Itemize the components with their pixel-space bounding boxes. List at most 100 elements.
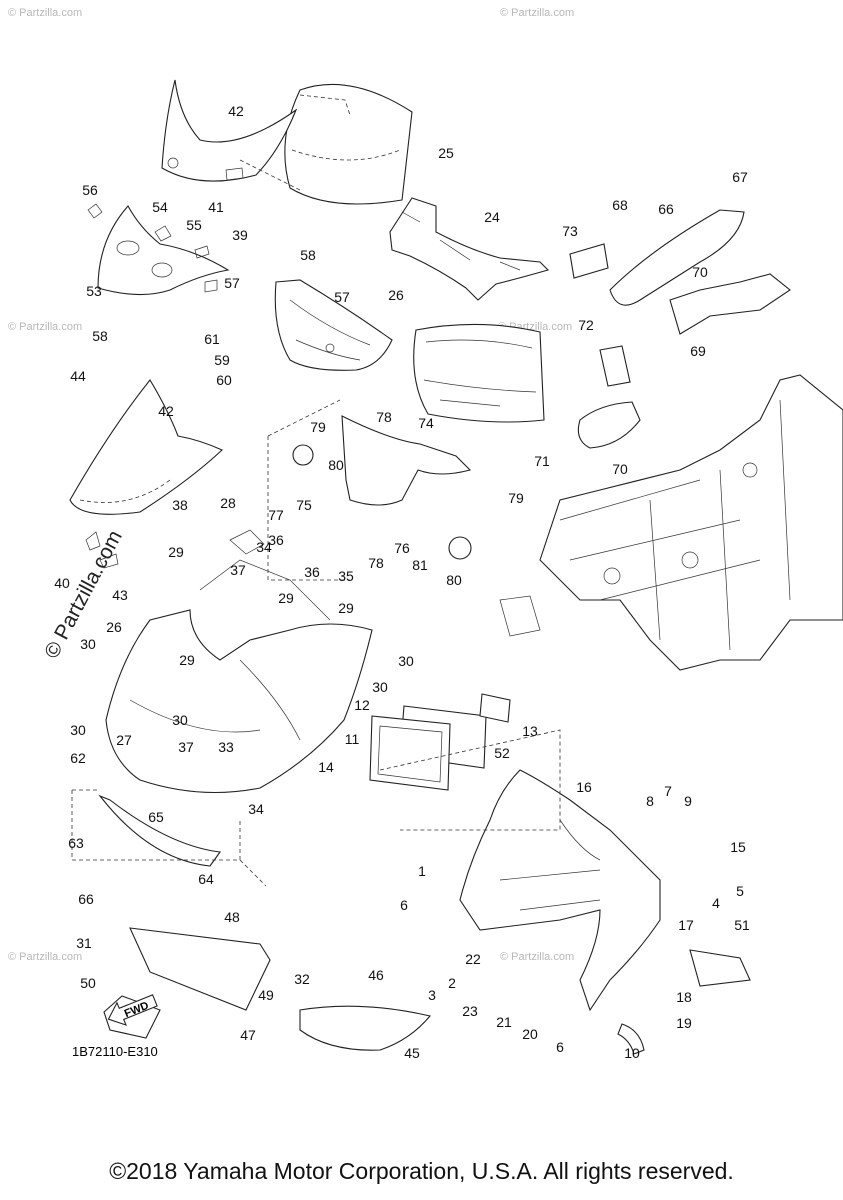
callout-18: 18	[676, 989, 692, 1005]
callout-35: 35	[338, 568, 354, 584]
copyright-footer: ©2018 Yamaha Motor Corporation, U.S.A. A…	[109, 1158, 734, 1184]
callout-46: 46	[368, 967, 384, 983]
callout-66: 66	[78, 891, 94, 907]
callout-73: 73	[562, 223, 578, 239]
callout-79: 79	[310, 419, 326, 435]
dashed-group-boxes	[71, 399, 561, 887]
callout-58: 58	[92, 328, 108, 344]
callout-30: 30	[70, 722, 86, 738]
watermark-left: © Partzilla.com	[8, 321, 82, 333]
callout-29: 29	[179, 652, 195, 668]
callout-28: 28	[220, 495, 236, 511]
callout-20: 20	[522, 1026, 538, 1042]
callout-57: 57	[334, 289, 350, 305]
meter-stay	[292, 323, 545, 560]
frame-section	[499, 374, 843, 671]
callout-50: 50	[80, 975, 96, 991]
callout-29: 29	[168, 544, 184, 560]
callout-45: 45	[404, 1045, 420, 1061]
callout-56: 56	[82, 182, 98, 198]
callout-74: 74	[418, 415, 434, 431]
exploded-view-drawing: © Partzilla.com © Partzilla.com © Partzi…	[8, 7, 843, 1061]
callout-67: 67	[732, 169, 748, 185]
diagram-code: 1B72110-E310	[72, 1044, 158, 1059]
callout-70: 70	[612, 461, 628, 477]
front-cowling	[69, 379, 223, 569]
callout-77: 77	[268, 507, 284, 523]
callout-29: 29	[278, 590, 294, 606]
callout-36: 36	[304, 564, 320, 580]
callout-23: 23	[462, 1003, 478, 1019]
callout-42: 42	[158, 403, 174, 419]
callout-52: 52	[494, 745, 510, 761]
callout-60: 60	[216, 372, 232, 388]
inner-panel	[274, 279, 393, 371]
callout-53: 53	[86, 283, 102, 299]
callout-6: 6	[556, 1039, 564, 1055]
callout-54: 54	[152, 199, 168, 215]
callout-30: 30	[80, 636, 96, 652]
callout-30: 30	[372, 679, 388, 695]
callout-51: 51	[734, 917, 750, 933]
callout-47: 47	[240, 1027, 256, 1043]
watermark-top-mid: © Partzilla.com	[500, 7, 574, 19]
callout-21: 21	[496, 1014, 512, 1030]
callout-71: 71	[534, 453, 550, 469]
callout-15: 15	[730, 839, 746, 855]
callout-37: 37	[178, 739, 194, 755]
callout-48: 48	[224, 909, 240, 925]
callout-1: 1	[418, 863, 426, 879]
callout-31: 31	[76, 935, 92, 951]
callout-61: 61	[204, 331, 220, 347]
callout-72: 72	[578, 317, 594, 333]
callout-79: 79	[508, 490, 524, 506]
callout-2: 2	[448, 975, 456, 991]
callout-39: 39	[232, 227, 248, 243]
windshield-assembly	[161, 79, 413, 205]
callout-25: 25	[438, 145, 454, 161]
stay-bracket	[389, 197, 550, 301]
callout-16: 16	[576, 779, 592, 795]
callout-64: 64	[198, 871, 214, 887]
callout-14: 14	[318, 759, 334, 775]
callout-41: 41	[208, 199, 224, 215]
callout-58: 58	[300, 247, 316, 263]
callout-80: 80	[328, 457, 344, 473]
callout-40: 40	[54, 575, 70, 591]
callout-27: 27	[116, 732, 132, 748]
callout-11: 11	[345, 731, 360, 747]
callout-3: 3	[428, 987, 436, 1003]
callout-43: 43	[112, 587, 128, 603]
callout-49: 49	[258, 987, 274, 1003]
callout-10: 10	[624, 1045, 640, 1061]
callout-66: 66	[658, 201, 674, 217]
callout-42: 42	[228, 103, 244, 119]
callout-13: 13	[522, 723, 538, 739]
callout-36: 36	[268, 532, 284, 548]
callout-5: 5	[736, 883, 744, 899]
callout-22: 22	[465, 951, 481, 967]
callout-68: 68	[612, 197, 628, 213]
callout-9: 9	[684, 793, 692, 809]
callout-38: 38	[172, 497, 188, 513]
front-cowl-body	[98, 529, 373, 867]
callout-33: 33	[218, 739, 234, 755]
callout-78: 78	[368, 555, 384, 571]
meter-cover	[87, 203, 230, 296]
callout-24: 24	[484, 209, 500, 225]
callout-4: 4	[712, 895, 720, 911]
callout-26: 26	[106, 619, 122, 635]
callout-78: 78	[376, 409, 392, 425]
callout-63: 63	[68, 835, 84, 851]
callout-75: 75	[296, 497, 312, 513]
watermark-top-left: © Partzilla.com	[8, 7, 82, 19]
callout-30: 30	[398, 653, 414, 669]
callout-44: 44	[70, 368, 86, 384]
watermark-bottom-left: © Partzilla.com	[8, 951, 82, 963]
callout-65: 65	[148, 809, 164, 825]
callout-55: 55	[186, 217, 202, 233]
callout-81: 81	[412, 557, 428, 573]
callout-70: 70	[692, 264, 708, 280]
